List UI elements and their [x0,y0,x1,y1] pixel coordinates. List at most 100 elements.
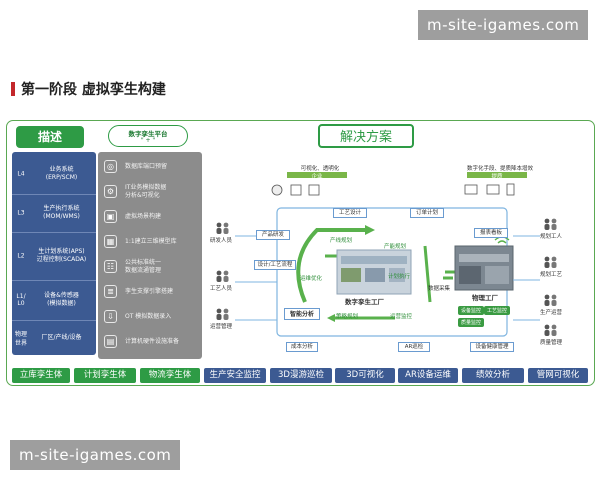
bottom-tab: 计划孪生体 [74,368,136,383]
top-left-bar-shape [287,172,347,178]
capability-text: OT 模拟数据录入 [125,313,172,320]
bottom-tab: 生产安全监控 [204,368,266,383]
box-product-dev: 产品研发 [256,230,290,240]
layer-text: 生计划系统(APS) 过程控制(SCADA) [36,247,87,263]
vr-icon [464,184,478,195]
box-design-flow: 设计/工艺流程 [254,260,296,270]
people-label: 规划工人 [540,234,563,240]
watermark-bottom: m-site-igames.com [10,440,181,470]
flow-process-plan: 产能规划 [384,244,407,250]
bottom-tab: 物流孪生体 [140,368,200,383]
capability-text: 孪生支撑引擎搭建 [125,288,174,295]
capability-item: ≣孪生支撑引擎搭建 [104,281,200,303]
solution-diagram [235,172,540,337]
top-left-heading: 可视化、透明化 [300,166,340,172]
box-craft-design: 工艺设计 [333,208,367,218]
capability-item: ▦1:1建立三维模型库 [104,231,200,253]
box-cost: 成本分析 [286,342,318,352]
layer-row: L2 生计划系统(APS) 过程控制(SCADA) [12,232,96,278]
layer-text: 生产执行系统 (MOM/WMS) [43,204,80,220]
layer-text: 设备&传感器 (模拟数据) [44,291,79,307]
arrow-vert [423,245,432,303]
bottom-tab: 绩效分析 [462,368,524,383]
physical-factory-label: 物理工厂 [472,294,498,302]
describe-header: 描述 [16,126,84,148]
top-right-bar-shape [467,172,527,178]
capability-icon: ⇩ [104,310,117,323]
box-equip-mgmt: 设备健康管理 [470,342,514,352]
phone-icon [506,183,515,196]
data-collect-label: 数据采集 [428,286,451,292]
platform-badge: 数字孪生平台 " + " [108,125,188,147]
people-label: 质量管理 [540,340,563,346]
people-label: 研发人员 [210,238,233,244]
people-label: 工艺人员 [210,286,233,292]
capability-text: 虚拟场景构建 [125,213,162,220]
solution-header: 解决方案 [318,124,414,148]
capability-item: ☷ 公共标准统一 数据流通管理 [104,256,200,278]
bottom-tab: 3D可视化 [335,368,395,383]
monitor-tag: 工艺监控 [484,306,511,315]
capability-item: ⚙ IT业务模拟数据 分析&可视化 [104,181,200,203]
capability-icon: ⚙ [104,185,117,198]
capability-icon: ▤ [104,335,117,348]
box-order-plan: 订单计划 [410,208,444,218]
capability-item: ◎ 数据库端口预留 [104,156,200,178]
monitor-tag: 设备监控 [458,306,485,315]
people-icon [542,292,560,306]
watermark-top: m-site-igames.com [418,10,589,40]
capability-text: IT业务模拟数据 分析&可视化 [125,184,167,199]
layer-row: 物理 世界厂区/产线/设备 [12,320,96,354]
people-icon [214,306,232,320]
bottom-tab: 3D漫游巡检 [270,368,332,383]
people-icon [542,216,560,230]
capability-icon: ◎ [104,160,117,173]
monitor-icon [486,184,500,195]
capability-item: ⇩ OT 模拟数据录入 [104,306,200,328]
monitor-tag: 质量监控 [458,318,485,327]
people-label: 生产运营 [540,310,563,316]
box-ar-inspect: AR巡检 [398,342,430,352]
box-data-analysis: 智能分析 [284,308,320,320]
layer-level: L3 [17,209,25,216]
layer-level: L2 [17,252,25,259]
page-title: 第一阶段 虚拟孪生构建 [21,82,166,98]
flow-prod-schedule: 策略规划 [336,314,359,320]
arrow-head-1 [365,225,375,235]
flow-plan-exec: 计划执行 [388,274,411,280]
arrow-left-up [296,228,365,303]
chart-icon [290,184,302,196]
capability-text: 数据库端口预留 [125,163,168,170]
capability-icon: ▦ [104,235,117,248]
layer-column [12,152,96,355]
box-report: 报表看板 [474,228,508,238]
people-icon [542,322,560,336]
bottom-tab: 立库孪生体 [12,368,70,383]
layer-level: 物理 世界 [15,330,28,347]
people-icon [214,220,232,234]
top-right-bar: 提质 [491,174,503,180]
flow-feedback: 运维优化 [300,276,323,282]
capability-icon: ☷ [104,260,117,273]
people-icon [214,268,232,282]
layer-level: L4 [17,170,25,178]
people-icon [542,254,560,268]
pie-icon [271,184,283,196]
arrow-head-3 [327,314,335,322]
platform-label: 数字孪生平台 [128,130,168,138]
capability-text: 公共标准统一 数据流通管理 [125,259,162,274]
people-label: 规划工艺 [540,272,563,278]
layer-row: L3 生产执行系统 (MOM/WMS) [12,194,96,230]
flow-ops-monitor: 运营监控 [390,314,413,320]
bottom-tab: AR设备运维 [398,368,458,383]
flow-production-plan: 产线规划 [330,238,353,244]
device-icon [308,184,320,196]
capability-item: ▤ 计算机硬件设施准备 [104,331,200,353]
title-accent-bar [11,82,15,96]
top-right-heading: 数字化手段、提质降本增效 [466,166,533,172]
capability-text: 计算机硬件设施准备 [125,338,180,345]
digital-factory-label: 数字孪生工厂 [345,298,384,306]
bottom-tab: 管网可视化 [528,368,588,383]
